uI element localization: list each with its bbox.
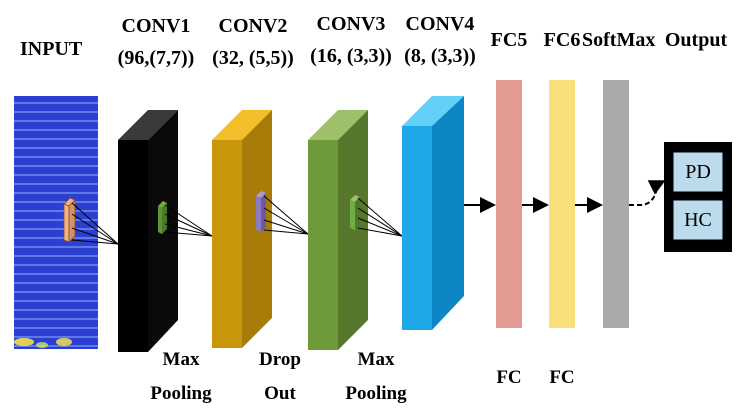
input-label: INPUT <box>20 38 83 60</box>
conv3-projection-lines <box>357 197 403 237</box>
conv1-projection-lines <box>164 204 213 237</box>
conv2-projection-lines <box>263 195 309 235</box>
output-class-pd-box <box>672 151 724 193</box>
conv4-params: (8, (3,3)) <box>404 45 476 67</box>
between-label-2-line2: Out <box>264 383 296 404</box>
fc6-bar <box>549 80 575 328</box>
input-image <box>14 96 98 349</box>
softmax-name: SoftMax <box>582 29 656 51</box>
arrow-softmax-output <box>629 180 666 206</box>
input-projection-lines <box>71 202 119 245</box>
flow-arrows <box>464 180 666 213</box>
fc6-name: FC6 <box>543 29 581 51</box>
conv1-block <box>118 110 178 352</box>
between-label-1-line2: Pooling <box>150 383 212 404</box>
conv2-name: CONV2 <box>218 15 288 37</box>
conv3-block <box>308 110 368 350</box>
between-label-2-line1: Drop <box>259 349 301 370</box>
conv4-name: CONV4 <box>405 13 475 35</box>
conv1-kernel <box>158 201 167 234</box>
softmax-bar <box>603 80 629 328</box>
output-label: Output <box>664 29 728 51</box>
output-class-pd: PD <box>685 161 711 183</box>
conv3-kernel <box>350 195 360 230</box>
fc6-type: FC <box>549 367 575 388</box>
conv1-params: (96,(7,7)) <box>117 47 195 69</box>
fc5-bar <box>496 80 522 328</box>
output-class-hc-box <box>672 199 724 241</box>
output-class-hc: HC <box>684 209 712 231</box>
conv1-name: CONV1 <box>121 15 191 37</box>
conv2-kernel <box>256 191 266 232</box>
conv3-name: CONV3 <box>316 13 386 35</box>
between-label-3-line1: Max <box>357 349 395 370</box>
fc5-type: FC <box>496 367 522 388</box>
conv2-params: (32, (5,5)) <box>212 47 294 69</box>
conv4-block <box>402 96 464 330</box>
between-label-1-line1: Max <box>162 349 200 370</box>
output-box <box>664 142 732 252</box>
between-label-3-line2: Pooling <box>345 383 407 404</box>
fc5-name: FC5 <box>490 29 528 51</box>
input-kernel <box>63 197 76 243</box>
conv3-params: (16, (3,3)) <box>310 45 392 67</box>
